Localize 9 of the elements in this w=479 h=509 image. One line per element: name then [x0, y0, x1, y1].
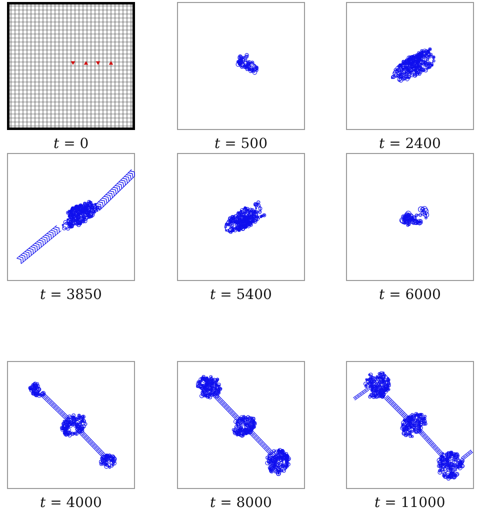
time-caption: t = 11000	[374, 495, 446, 509]
time-caption: t = 500	[214, 136, 268, 152]
time-caption: t = 0	[54, 136, 89, 152]
time-caption: t = 4000	[40, 495, 102, 509]
time-caption: t = 8000	[210, 495, 272, 509]
time-caption: t = 6000	[379, 287, 441, 303]
time-caption: t = 2400	[379, 136, 441, 152]
time-caption: t = 5400	[210, 287, 272, 303]
time-caption: t = 3850	[40, 287, 102, 303]
